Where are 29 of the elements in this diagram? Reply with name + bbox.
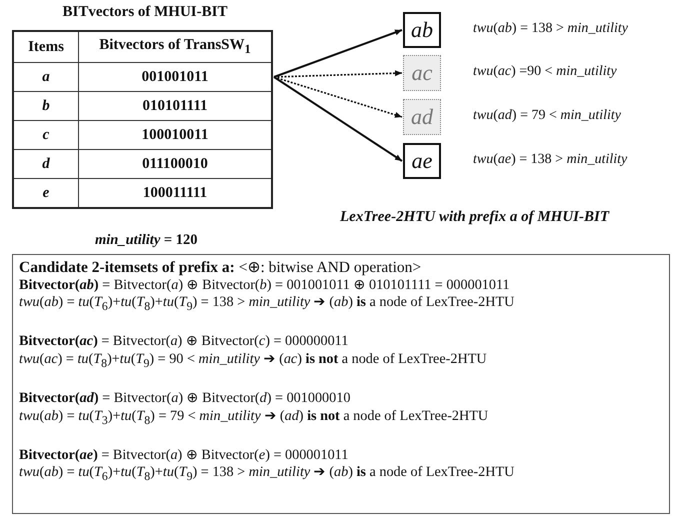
tree-node-box: ac: [403, 55, 441, 91]
table-cell: d: [13, 150, 78, 178]
tree-node-box: ad: [403, 99, 441, 135]
arrow: [273, 76, 403, 162]
tree-node-box: ab: [403, 12, 441, 48]
text-line: Bitvector(ab) = Bitvector(a) ⊕ Bitvector(b) = 001001011 ⊕ 010101111 = 000001011: [19, 276, 511, 294]
text-line: twu(ab) = tu(T$_{3}$)+tu(T$_{8}$) = 79 < min_utility ➔ (ad) is not a node of LexTree-2HTU: [19, 408, 490, 428]
text-line: twu(ab) = tu(T$_{6}$)+tu(T$_{8}$)+tu(T$_{9}$) = 138 > min_utility ➔ (ab) is a node of LexTree-2HTU: [19, 294, 516, 315]
condition-text: twu(ad) = 79 < min_utility: [473, 108, 622, 124]
diagram-caption: LexTree-2HTU with prefix a of MHUI-BIT: [340, 209, 609, 226]
text-line: Bitvector(ad) = Bitvector(a) ⊕ Bitvector(d) = 001000010: [19, 390, 352, 408]
condition-text: twu(ae) = 138 > min_utility: [473, 152, 628, 168]
table-cell: b: [13, 92, 78, 120]
text-line: Bitvector(ae) = Bitvector(a) ⊕ Bitvector(e) = 000001011: [19, 446, 350, 464]
text-line: twu(ac) = tu(T$_{8}$)+tu(T$_{9}$) = 90 < min_utility ➔ (ac) is not a node of LexTree-2HTU: [19, 350, 488, 372]
arrow: [274, 76, 402, 118]
condition-text: twu(ab) = 138 > min_utility: [473, 21, 628, 37]
arrow: [274, 29, 402, 78]
table-cell: c: [13, 120, 78, 150]
text-line: Bitvector(ac) = Bitvector(a) ⊕ Bitvector(c) = 000000011: [19, 333, 350, 351]
tree-node-box: ae: [403, 143, 441, 179]
text-line: twu(ab) = tu(T$_{6}$)+tu(T$_{8}$)+tu(T$_{9}$) = 138 > min_utility ➔ (ab) is a node of LexTree-2HTU: [19, 464, 516, 486]
table-title: BITvectors of MHUI-BIT: [62, 4, 228, 21]
condition-text: twu(ac) =90 < min_utility: [473, 64, 617, 80]
threshold-label: min_utility = 120: [95, 232, 198, 249]
column-header: Items: [13, 31, 78, 62]
panel-heading: Candidate 2-itemsets of prefix a: <⊕: bitwise AND operation>: [19, 259, 422, 276]
table-cell: a: [13, 62, 78, 92]
explanation-panel: [12, 254, 670, 514]
